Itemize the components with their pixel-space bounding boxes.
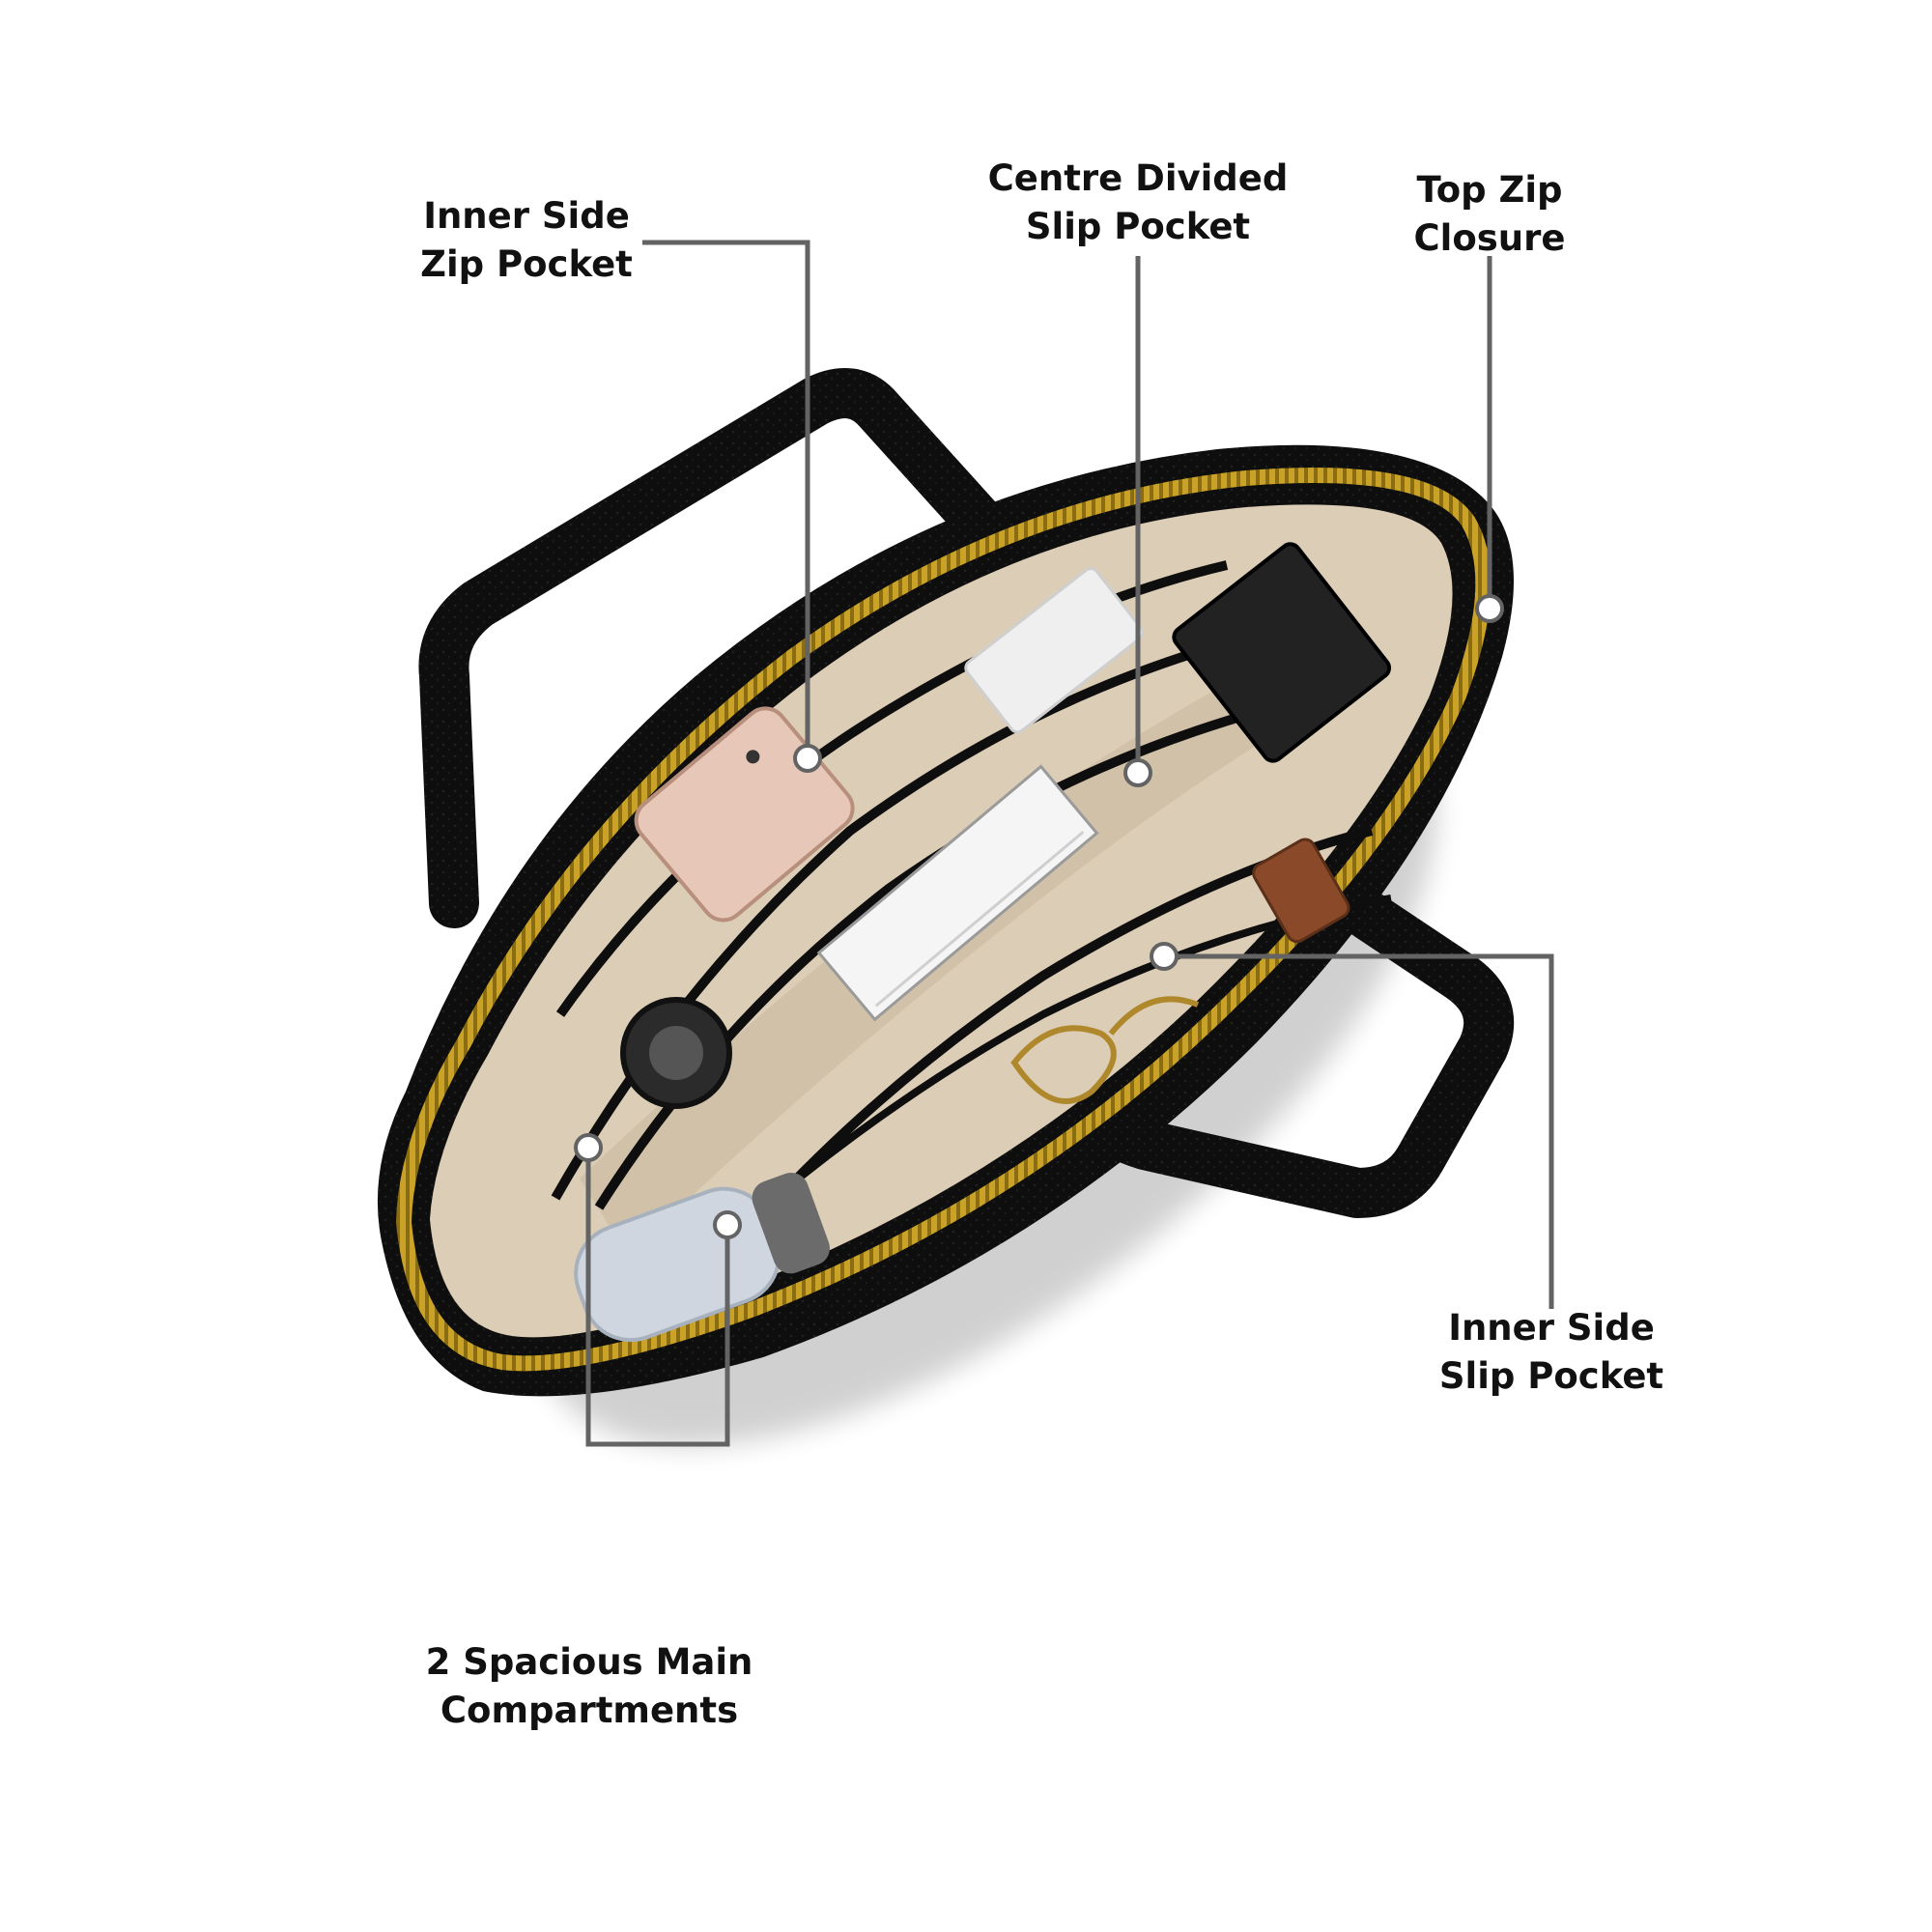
lining-shade (580, 618, 1372, 1256)
dot-main-compartment-left (574, 1133, 603, 1162)
label-line: Inner Side (423, 195, 630, 237)
leader-main-compartments (585, 1148, 730, 1447)
label-line: Centre Divided (987, 157, 1289, 199)
dot-inner-side-slip-pocket (1150, 942, 1179, 971)
label-line: Inner Side (1448, 1307, 1655, 1349)
label-inner-side-zip-pocket: Inner Side Zip Pocket (411, 192, 642, 289)
label-line: 2 Spacious Main (425, 1641, 753, 1683)
dot-top-zip-closure (1475, 594, 1504, 623)
label-centre-divided-slip-pocket: Centre Divided Slip Pocket (979, 155, 1297, 251)
wallet (964, 567, 1145, 734)
label-main-compartments: 2 Spacious Main Compartments (411, 1638, 768, 1735)
sunglasses (1010, 996, 1200, 1104)
dot-inner-side-zip-pocket (793, 744, 822, 773)
dot-main-compartment-right (713, 1210, 742, 1239)
dot-centre-divided-slip-pocket (1123, 758, 1152, 787)
tablet (1172, 542, 1392, 763)
handle-back (418, 368, 1039, 928)
leader-inner-side-zip-pocket (642, 240, 810, 758)
handle-back-inner (485, 439, 982, 875)
leader-inner-side-slip-pocket (1164, 953, 1554, 1309)
notebook (816, 764, 1099, 1022)
marker-dots (574, 594, 1504, 1239)
label-line: Closure (1413, 217, 1566, 259)
label-inner-side-slip-pocket: Inner Side Slip Pocket (1431, 1304, 1672, 1401)
label-line: Top Zip (1416, 169, 1563, 211)
zipper-track (395, 468, 1492, 1372)
leader-lines (585, 240, 1554, 1447)
label-top-zip-closure: Top Zip Closure (1401, 166, 1578, 263)
perfume-bottle (1252, 838, 1350, 944)
round-compact (620, 997, 732, 1109)
label-line: Slip Pocket (1025, 206, 1251, 247)
label-line: Zip Pocket (420, 243, 633, 285)
label-line: Slip Pocket (1438, 1355, 1664, 1397)
label-line: Compartments (440, 1690, 739, 1731)
